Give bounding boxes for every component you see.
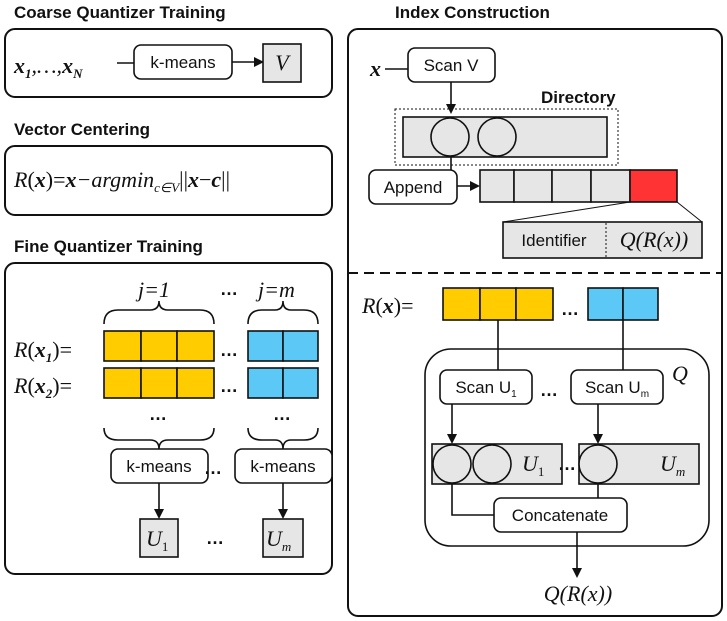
index-scan-v-label: Scan V bbox=[424, 56, 479, 75]
fine-header-dots: … bbox=[220, 279, 238, 299]
centering-panel bbox=[4, 145, 333, 216]
fine-u1-label: U1 bbox=[146, 526, 168, 554]
index-zoom-line-left bbox=[502, 201, 631, 223]
index-entry-q-label: Q(R(x)) bbox=[620, 227, 688, 252]
index-list-cell-3 bbox=[551, 169, 592, 203]
coarse-output-v: V bbox=[275, 50, 291, 75]
centering-section-title: Vector Centering bbox=[14, 120, 150, 139]
index-rx-dots: … bbox=[561, 299, 579, 319]
index-directory-circle-2 bbox=[477, 117, 517, 157]
index-section-title: Index Construction bbox=[395, 3, 550, 22]
index-scan-um-label: Scan Um bbox=[585, 378, 649, 400]
index-rx-blue-cell-2 bbox=[622, 287, 659, 321]
fine-row2-label: R(x2)= bbox=[13, 373, 72, 401]
fine-um-label: Um bbox=[266, 526, 291, 554]
index-u1-circle-1 bbox=[432, 444, 472, 484]
coarse-kmeans-label: k-means bbox=[150, 53, 215, 72]
fine-vdots-right: … bbox=[273, 404, 291, 424]
fine-section-title: Fine Quantizer Training bbox=[14, 237, 203, 256]
fine-jm-label: j=m bbox=[255, 277, 295, 302]
fine-kmeans-dots: … bbox=[204, 458, 222, 478]
index-list-cell-4 bbox=[590, 169, 631, 203]
index-concatenate-box bbox=[493, 497, 628, 533]
fine-um-box bbox=[262, 518, 304, 558]
fine-row1-label: R(x1)= bbox=[13, 337, 72, 365]
index-list-cell-2 bbox=[513, 169, 553, 203]
fine-u1-box bbox=[139, 518, 179, 558]
index-u1-circle-2 bbox=[472, 444, 512, 484]
index-u1-to-concat bbox=[451, 483, 494, 516]
fine-row2-yellow-cell-3 bbox=[176, 367, 215, 399]
coarse-input-x1: x1,…,xN bbox=[13, 53, 83, 81]
index-rx-label: R(x)= bbox=[361, 293, 414, 318]
index-append-label: Append bbox=[384, 178, 443, 197]
fine-u-dots: … bbox=[206, 528, 224, 548]
fine-vdots-left: … bbox=[149, 404, 167, 424]
index-rx-yellow-cell-1 bbox=[442, 287, 481, 321]
index-identifier-label: Identifier bbox=[521, 231, 587, 250]
index-input-x: x bbox=[369, 56, 381, 81]
fine-row1-yellow-cell-3 bbox=[176, 330, 215, 362]
fine-row2-yellow-cell-1 bbox=[103, 367, 142, 399]
fine-row2-blue-cell-1 bbox=[247, 367, 284, 399]
index-rx-yellow-cell-3 bbox=[515, 287, 554, 321]
fine-row1-yellow-cell-2 bbox=[140, 330, 178, 362]
index-rx-blue-cell-1 bbox=[587, 287, 624, 321]
index-scan-um-box bbox=[570, 369, 664, 405]
fine-kmeans-right-label: k-means bbox=[250, 457, 315, 476]
index-scan-dots: … bbox=[540, 380, 558, 400]
index-rx-yellow-cell-2 bbox=[479, 287, 517, 321]
index-list-new-entry bbox=[629, 169, 678, 203]
fine-j1-label: j=1 bbox=[135, 277, 170, 302]
fine-row2-yellow-cell-2 bbox=[140, 367, 178, 399]
fine-row1-blue-cell-2 bbox=[282, 330, 319, 362]
index-u-dots: … bbox=[558, 454, 576, 474]
fine-brace-j1 bbox=[103, 300, 215, 325]
index-zoom-line-right bbox=[676, 201, 703, 223]
fine-brace-jm bbox=[247, 300, 319, 325]
coarse-section-title: Coarse Quantizer Training bbox=[14, 3, 226, 22]
index-entry-box bbox=[502, 221, 703, 259]
fine-row1-blue-cell-1 bbox=[247, 330, 284, 362]
fine-row2-dots: … bbox=[220, 376, 238, 396]
index-append-box bbox=[368, 169, 458, 205]
fine-kmeans-left-label: k-means bbox=[126, 457, 191, 476]
index-directory-circle-1 bbox=[430, 117, 470, 157]
index-list-cell-1 bbox=[479, 169, 515, 203]
coarse-output-v-box bbox=[262, 43, 302, 83]
index-um-label: Um bbox=[660, 451, 685, 479]
fine-row2-blue-cell-2 bbox=[282, 367, 319, 399]
index-concatenate-label: Concatenate bbox=[512, 506, 608, 525]
fine-row1-dots: … bbox=[220, 340, 238, 360]
index-q-label: Q bbox=[672, 361, 688, 386]
centering-formula: R(x)=x−argminc∈V||x−c|| bbox=[13, 167, 230, 195]
index-scan-u1-label: Scan U1 bbox=[455, 378, 517, 400]
index-directory-dashed-frame bbox=[394, 108, 619, 166]
index-um-circle-1 bbox=[578, 444, 618, 484]
index-u1-label: U1 bbox=[522, 451, 544, 479]
index-scan-u1-box bbox=[439, 369, 533, 405]
index-output-label: Q(R(x)) bbox=[544, 581, 612, 606]
fine-row1-yellow-cell-1 bbox=[103, 330, 142, 362]
index-directory-title: Directory bbox=[541, 88, 616, 107]
